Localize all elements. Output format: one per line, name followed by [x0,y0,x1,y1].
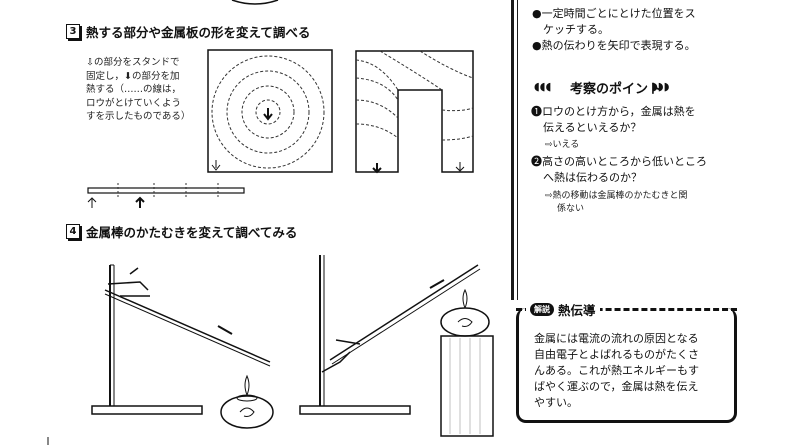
explanation-pill: 解説 [530,303,554,316]
note-line: ロウがとけていくよう [86,97,182,109]
explanation-title: 解説 熱伝導 [526,300,600,319]
left-stand-apparatus [91,264,274,429]
answer-1: ⇨いえる [545,140,580,150]
u-shaped-plate-diagram [355,50,474,174]
explanation-heading: 熱伝導 [558,303,596,318]
question-1: ❶ロウのとけ方から，金属は熱を 伝えるといえるか？ [531,105,696,134]
explanation-text: 金属には電流の流れの原因となる 自由電子とよばれるものがたくさ んある。これが熱… [534,332,699,409]
right-bullets: ●一定時間ごとにとけた位置をス ケッチする。 ●熱の伝わりを矢印で表現する。 [532,6,696,54]
svg-text:◖◖◖: ◖◖◖ [534,80,551,93]
section-4-title: 金属棒のかたむきを変えて調べてみる [86,225,298,240]
explanation-box [516,308,737,423]
section-4-heading: 4 金属棒のかたむきを変えて調べてみる [66,222,297,241]
section-4-number: 4 [66,224,80,239]
kosatsu-heading: 考察のポイント [570,82,662,97]
square-plate-diagram [207,49,333,173]
answer-2: ⇨熱の移動は金属棒のかたむきと関 係ない [545,191,688,214]
column-divider [511,0,514,300]
svg-text:◗◗◗: ◗◗◗ [652,80,670,93]
section-3-title: 熱する部分や金属板の形を変えて調べる [86,25,311,40]
column-divider-thin [517,0,518,300]
explanation-box-top [516,308,737,311]
metal-rod-diagram [87,183,245,208]
bullet-item-cont: ケッチする。 [543,23,609,36]
section-3-note: ⇩の部分をスタンドで 固定し，⬇の部分を加 熱する（……の線は， ロウがとけてい… [86,56,206,124]
section-3-number: 3 [66,24,80,39]
question-2: ❷高さの高いところから低いところ へ熱は伝わるのか？ [531,155,707,184]
section-3-heading: 3 熱する部分や金属板の形を変えて調べる [66,22,310,41]
note-line: 熱する（……の線は， [86,84,182,95]
note-line: ⇩の部分をスタンドで [86,57,180,68]
note-line: すを示したものである） [86,111,191,122]
note-line: 固定し，⬇の部分を加 [86,70,180,82]
bullet-item: ●一定時間ごとにとけた位置をス [532,7,696,20]
right-stand-apparatus [299,255,494,437]
bullet-item: ●熱の伝わりを矢印で表現する。 [532,39,696,52]
